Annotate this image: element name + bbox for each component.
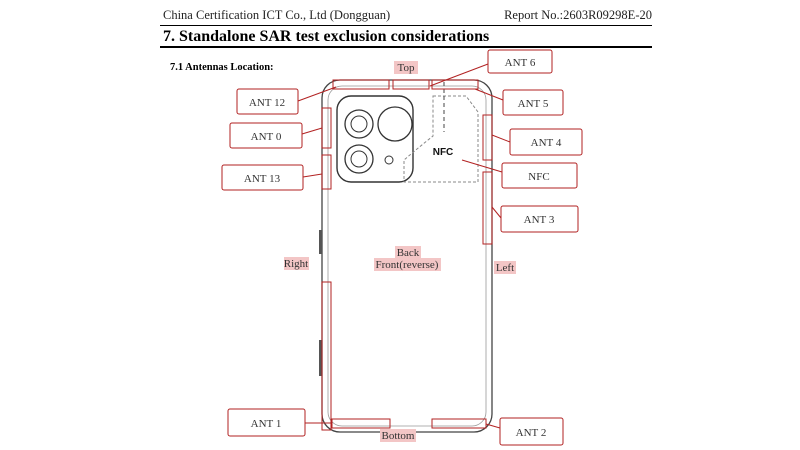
label-bg-right <box>284 257 309 270</box>
leader-line <box>429 63 489 87</box>
leader-line <box>491 134 511 143</box>
leader-line <box>461 159 503 173</box>
camera-lens-inner <box>350 150 368 168</box>
header-company: China Certification ICT Co., Ltd (Donggu… <box>163 8 391 22</box>
camera-lens-inner <box>350 115 368 133</box>
label-bg-left <box>494 261 516 274</box>
label-front-reverse: Front(reverse) <box>376 259 439 271</box>
callout-box-ant2 <box>499 417 564 446</box>
callout-box-ant12 <box>236 88 299 115</box>
subsection-title: 7.1 Antennas Location: <box>170 62 274 73</box>
callout-box-ant0 <box>229 122 303 149</box>
ant0-region <box>321 107 332 149</box>
callout-box-ant13 <box>221 164 304 191</box>
ant2-region <box>431 418 487 429</box>
callout-ant13: ANT 13 <box>244 173 281 185</box>
ant6-region <box>392 79 430 90</box>
ant5-region <box>431 79 479 90</box>
camera-lens <box>344 109 374 139</box>
label-bg-top <box>394 61 418 74</box>
ant3-region <box>482 171 493 245</box>
leader-line <box>301 127 323 135</box>
callout-ant3: ANT 3 <box>524 214 555 226</box>
ant12-region <box>332 79 390 90</box>
callout-box-ant1 <box>227 408 306 437</box>
label-bg-front <box>374 258 441 271</box>
ant13-region <box>321 154 332 190</box>
label-bg-back <box>395 246 421 259</box>
callout-ant6: ANT 6 <box>505 57 536 69</box>
camera-module <box>336 95 414 183</box>
header-report-number: Report No.:2603R09298E-20 <box>504 8 652 22</box>
side-button <box>319 230 322 254</box>
callout-box-ant4 <box>509 128 583 156</box>
title-rule <box>160 46 652 48</box>
label-right: Right <box>284 258 308 270</box>
label-back: Back <box>397 247 420 259</box>
ant1-region <box>321 281 332 431</box>
header-rule <box>160 25 652 26</box>
camera-lens <box>344 144 374 174</box>
leader-line <box>297 86 337 102</box>
callout-ant12: ANT 12 <box>249 97 285 109</box>
phone-inner-outline <box>327 85 487 427</box>
callout-box-ant3 <box>500 205 579 233</box>
callout-nfc: NFC <box>528 171 549 183</box>
label-bottom: Bottom <box>381 430 414 442</box>
callout-ant0: ANT 0 <box>251 131 282 143</box>
leader-line <box>302 173 323 178</box>
callout-ant2: ANT 2 <box>516 427 547 439</box>
callout-box-ant6 <box>487 49 553 74</box>
leader-line <box>474 88 504 101</box>
leader-line <box>491 206 502 219</box>
callout-box-ant5 <box>502 89 564 116</box>
nfc-inner-label: NFC <box>433 147 454 158</box>
ant1-bottom-region <box>331 418 391 429</box>
ant4-region <box>482 114 493 161</box>
callout-box-nfc <box>501 162 578 189</box>
callout-ant5: ANT 5 <box>518 98 549 110</box>
label-bg-bottom <box>380 429 416 442</box>
label-top: Top <box>398 62 415 74</box>
callout-ant1: ANT 1 <box>251 418 282 430</box>
camera-flash <box>384 155 394 165</box>
camera-large-lens <box>377 106 413 142</box>
section-title: 7. Standalone SAR test exclusion conside… <box>163 28 490 45</box>
side-button <box>319 340 322 376</box>
leader-line <box>485 423 501 429</box>
nfc-area <box>403 95 479 183</box>
label-left: Left <box>496 262 514 274</box>
callout-ant4: ANT 4 <box>531 137 562 149</box>
